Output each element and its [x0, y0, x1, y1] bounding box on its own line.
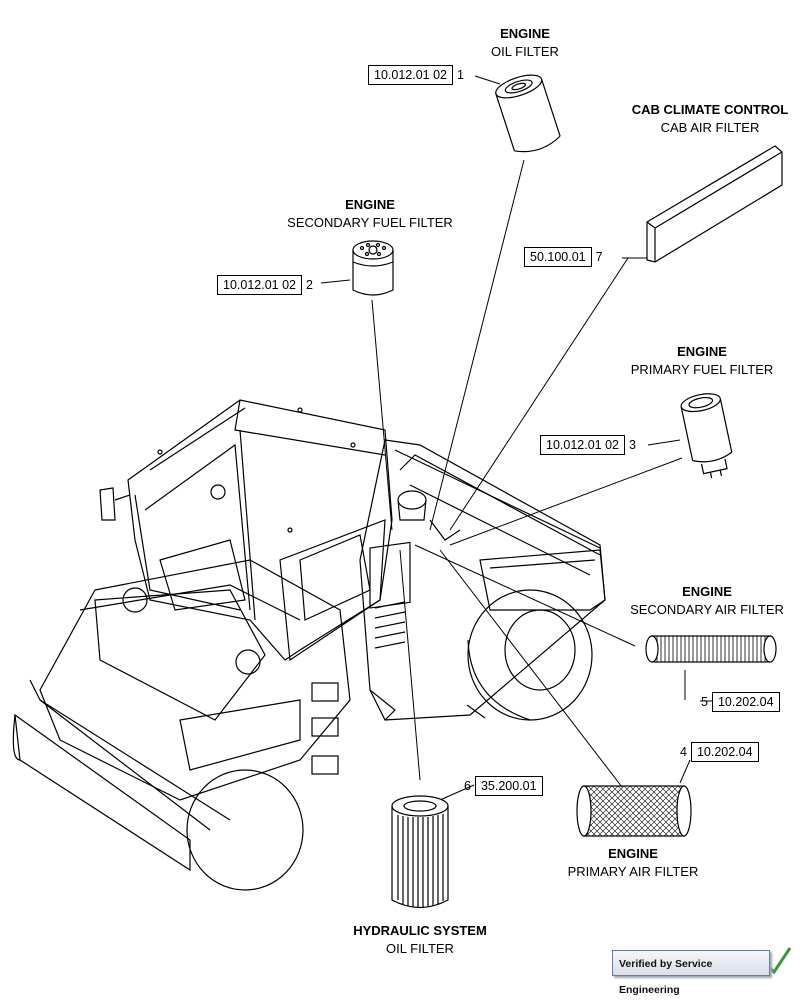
callout-name: SECONDARY FUEL FILTER [287, 215, 453, 230]
callout-name: PRIMARY AIR FILTER [567, 864, 699, 879]
oil-filter-part [495, 74, 561, 153]
callout-primary-fuel-filter-ref: 10.012.01 02 3 [540, 435, 640, 455]
callout-hydraulic-oil-filter-title: HYDRAULIC SYSTEM OIL FILTER [330, 922, 510, 958]
verified-badge: Verified by Service Engineering [612, 950, 770, 996]
callout-header: ENGINE [677, 344, 727, 359]
callout-primary-air-filter-ref: 4 10.202.04 [676, 742, 759, 762]
callout-secondary-fuel-filter-title: ENGINE SECONDARY FUEL FILTER [270, 196, 470, 232]
callout-header: ENGINE [608, 846, 658, 861]
callout-oil-filter-title: ENGINE OIL FILTER [470, 25, 580, 61]
item-number: 4 [680, 745, 687, 759]
secondary-fuel-filter-part [352, 240, 394, 296]
hydraulic-oil-filter-part [391, 795, 449, 909]
callout-primary-fuel-filter-title: ENGINE PRIMARY FUEL FILTER [612, 343, 792, 379]
leader-lines [320, 75, 712, 801]
item-number: 3 [629, 438, 636, 452]
item-number: 5 [701, 695, 708, 709]
callout-secondary-air-filter-ref: 5 10.202.04 [697, 692, 780, 712]
reference-code: 50.100.01 [524, 247, 592, 267]
reference-code: 35.200.01 [474, 776, 543, 796]
callout-header: ENGINE [500, 26, 550, 41]
callout-header: HYDRAULIC SYSTEM [353, 923, 487, 938]
callout-cab-air-filter-title: CAB CLIMATE CONTROL CAB AIR FILTER [615, 101, 805, 137]
callout-oil-filter-ref: 10.012.01 02 1 [368, 65, 468, 85]
reference-code: 10.012.01 02 [540, 435, 625, 455]
item-number: 6 [464, 779, 471, 793]
primary-fuel-filter-part [680, 393, 733, 479]
verified-text: Verified by Service Engineering [619, 958, 713, 996]
reference-code: 10.012.01 02 [368, 65, 453, 85]
callout-name: SECONDARY AIR FILTER [630, 602, 784, 617]
callout-name: PRIMARY FUEL FILTER [630, 362, 774, 377]
callout-primary-air-filter-title: ENGINE PRIMARY AIR FILTER [553, 845, 713, 881]
callout-name: OIL FILTER [386, 941, 454, 956]
callout-header: ENGINE [682, 584, 732, 599]
callout-secondary-fuel-filter-ref: 10.012.01 02 2 [217, 275, 317, 295]
callout-name: OIL FILTER [491, 44, 559, 59]
item-number: 2 [306, 278, 313, 292]
callout-secondary-air-filter-title: ENGINE SECONDARY AIR FILTER [612, 583, 802, 619]
item-number: 1 [457, 68, 464, 82]
reference-code: 10.012.01 02 [217, 275, 302, 295]
callout-header: ENGINE [345, 197, 395, 212]
callout-name: CAB AIR FILTER [660, 120, 760, 135]
reference-code: 10.202.04 [711, 692, 780, 712]
callout-cab-air-filter-ref: 50.100.01 7 [524, 247, 607, 267]
reference-code: 10.202.04 [690, 742, 759, 762]
callout-hydraulic-oil-filter-ref: 6 35.200.01 [460, 776, 543, 796]
callout-header: CAB CLIMATE CONTROL [631, 102, 789, 117]
item-number: 7 [595, 250, 603, 264]
machine-body [12, 399, 606, 891]
cab-air-filter-part [646, 145, 783, 263]
secondary-air-filter-part [645, 635, 777, 663]
primary-air-filter-part [576, 785, 692, 837]
